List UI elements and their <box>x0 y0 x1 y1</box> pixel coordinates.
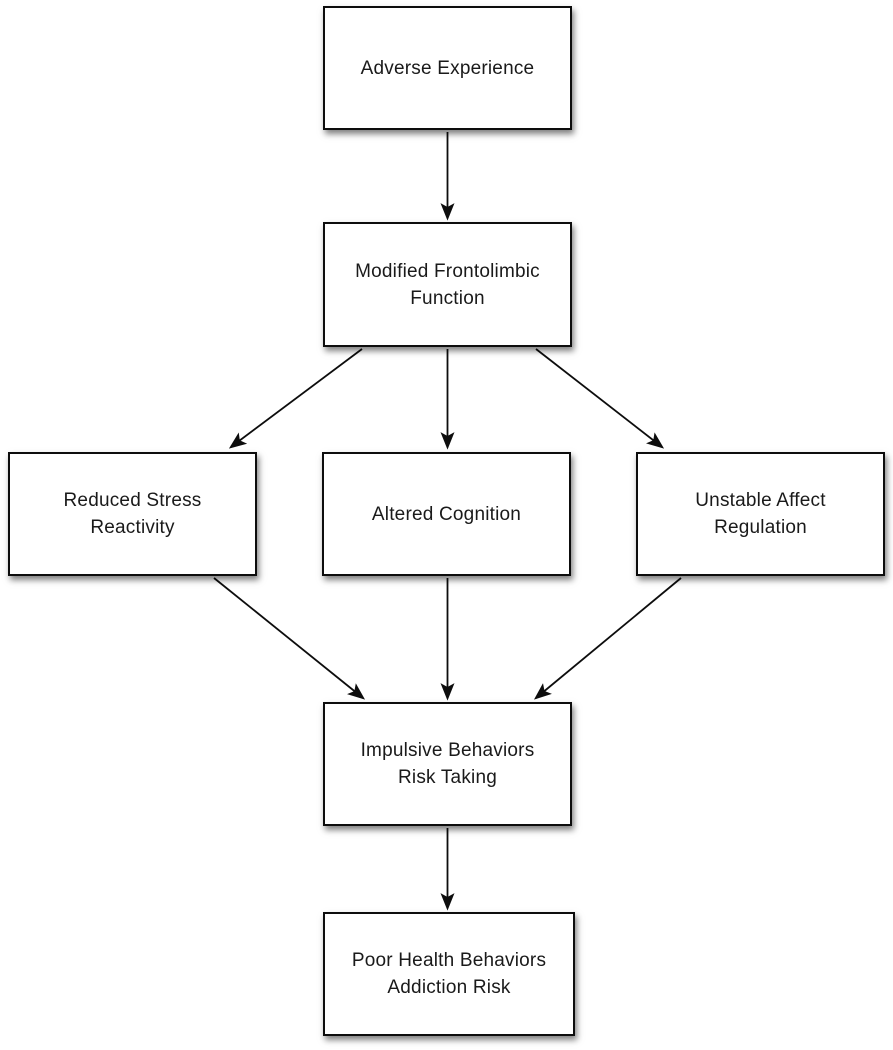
node-altered-cognition: Altered Cognition <box>322 452 571 576</box>
arrow-frontolimbic-to-affect <box>535 348 665 449</box>
arrow-stress-to-impulsive <box>213 577 366 700</box>
node-impulsive-behaviors-risk-taking: Impulsive Behaviors Risk Taking <box>323 702 572 826</box>
node-label-reduced-stress-reactivity: Reduced Stress Reactivity <box>63 490 202 538</box>
node-unstable-affect-regulation: Unstable Affect Regulation <box>636 452 885 576</box>
arrow-frontolimbic-to-stress <box>228 348 363 449</box>
node-label-adverse-experience: Adverse Experience <box>360 57 535 79</box>
arrow-affect-to-impulsive <box>533 577 682 700</box>
node-adverse-experience: Adverse Experience <box>323 6 572 130</box>
node-label-altered-cognition: Altered Cognition <box>371 503 522 525</box>
node-label-modified-frontolimbic-function: Modified Frontolimbic Function <box>355 260 540 309</box>
node-label-poor-health-behaviors-addiction-risk: Poor Health Behaviors Addiction Risk <box>351 950 547 998</box>
node-poor-health-behaviors-addiction-risk: Poor Health Behaviors Addiction Risk <box>323 912 575 1036</box>
node-label-impulsive-behaviors-risk-taking: Impulsive Behaviors Risk Taking <box>360 740 535 788</box>
node-reduced-stress-reactivity: Reduced Stress Reactivity <box>8 452 257 576</box>
node-label-unstable-affect-regulation: Unstable Affect Regulation <box>695 490 826 538</box>
node-modified-frontolimbic-function: Modified Frontolimbic Function <box>323 222 572 347</box>
